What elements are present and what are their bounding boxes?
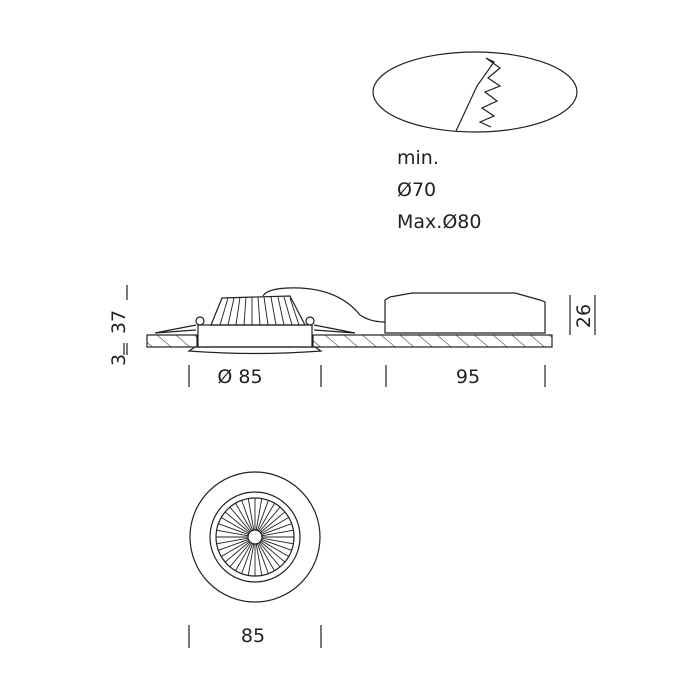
reflector-spoke bbox=[261, 537, 294, 545]
reflector-spoke bbox=[247, 543, 255, 576]
cable bbox=[262, 287, 386, 323]
dim-diameter-side: Ø 85 bbox=[217, 366, 262, 388]
ceiling-right bbox=[312, 334, 553, 348]
driver-box bbox=[384, 292, 546, 334]
dim-height-bezel: 3 bbox=[108, 354, 130, 366]
reflector-spoke bbox=[221, 540, 250, 557]
housing bbox=[197, 324, 313, 348]
heatsink bbox=[210, 295, 306, 326]
reflector-spoke bbox=[258, 503, 275, 532]
side-view bbox=[146, 287, 553, 355]
reflector-spoke bbox=[256, 543, 269, 574]
reflector-spoke bbox=[224, 511, 250, 533]
ceiling-left bbox=[146, 334, 198, 348]
reflector-spoke bbox=[259, 506, 281, 532]
reflector-spoke bbox=[235, 542, 252, 571]
reflector-spoke bbox=[260, 517, 289, 534]
reflector-spoke bbox=[258, 542, 275, 571]
cutout-min-value: Ø70 bbox=[397, 179, 436, 201]
reflector-spoke bbox=[260, 511, 286, 533]
dim-driver-height: 26 bbox=[573, 304, 595, 328]
reflector-spoke bbox=[241, 543, 254, 574]
spring-right bbox=[305, 316, 315, 326]
reflector-spoke bbox=[261, 538, 292, 551]
reflector-spoke bbox=[218, 538, 249, 551]
reflector-spoke bbox=[247, 498, 255, 531]
reflector-spoke bbox=[218, 523, 249, 536]
reflector-spoke bbox=[235, 503, 252, 532]
reflector-spoke bbox=[256, 500, 269, 531]
cutout-max-value: Max.Ø80 bbox=[397, 211, 481, 233]
spring-left bbox=[195, 316, 205, 326]
reflector-spoke bbox=[229, 506, 251, 532]
bottom-view bbox=[189, 471, 321, 603]
reflector-spoke bbox=[216, 537, 249, 545]
reflector-spoke bbox=[260, 541, 286, 563]
reflector-spoke bbox=[259, 542, 281, 568]
dim-driver-length: 95 bbox=[456, 366, 480, 388]
reflector-spoke bbox=[255, 543, 263, 576]
reflector-spoke bbox=[260, 540, 289, 557]
reflector-spoke bbox=[229, 542, 251, 568]
dim-diameter-bottom: 85 bbox=[241, 625, 265, 647]
reflector-spoke bbox=[255, 498, 263, 531]
bezel bbox=[187, 346, 323, 355]
reflector-spoke bbox=[261, 523, 292, 536]
reflector-spoke bbox=[216, 529, 249, 537]
cutout-min-label: min. bbox=[397, 147, 439, 169]
reflector-spoke bbox=[224, 541, 250, 563]
cutout-icon bbox=[372, 51, 578, 133]
dim-height-total: 37 bbox=[108, 310, 130, 334]
reflector-spoke bbox=[261, 529, 294, 537]
reflector-spoke bbox=[241, 500, 254, 531]
reflector-spoke bbox=[221, 517, 250, 534]
